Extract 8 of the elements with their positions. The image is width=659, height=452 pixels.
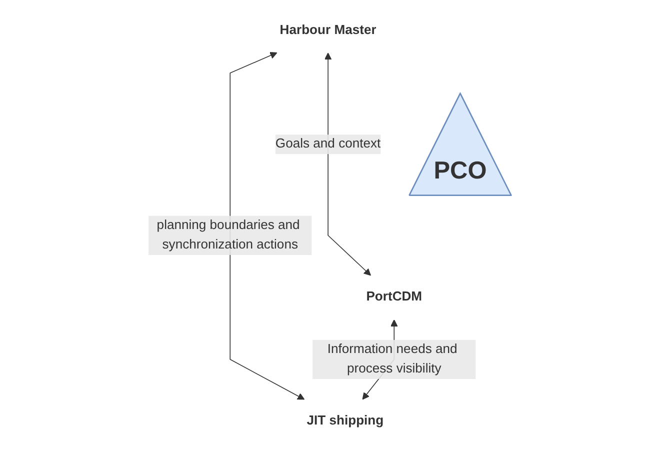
edge-label: Goals and context bbox=[275, 137, 380, 151]
arrow bbox=[229, 52, 304, 400]
edge-label: Information needs and process visibility bbox=[326, 342, 457, 376]
arrow bbox=[324, 52, 371, 276]
node-text: PortCDM bbox=[366, 290, 422, 304]
node-text: Harbour Master bbox=[279, 23, 376, 38]
edge-label: planning boundaries and synchronization actions bbox=[156, 218, 300, 252]
node-text: JIT shipping bbox=[306, 414, 384, 428]
